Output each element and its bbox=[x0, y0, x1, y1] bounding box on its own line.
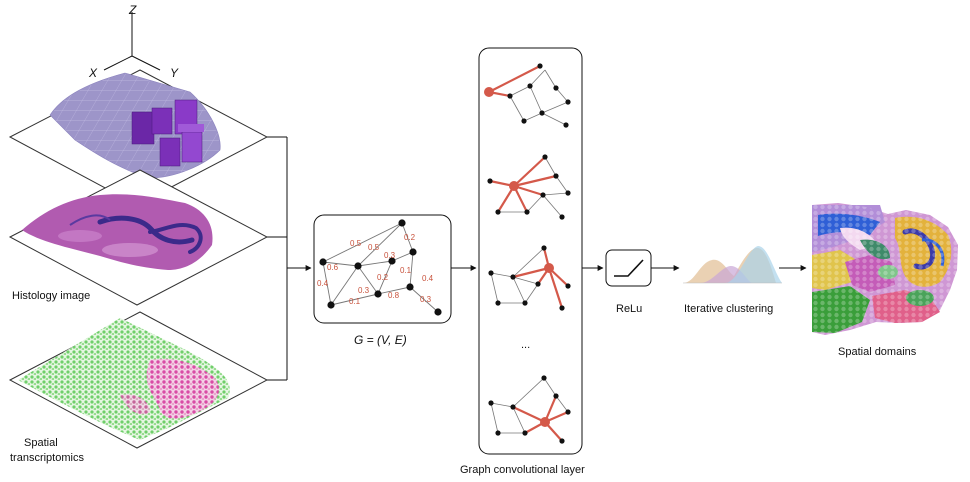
gcn-label: Graph convolutional layer bbox=[460, 464, 585, 476]
distribution-curve bbox=[725, 246, 782, 283]
graph-box: 0.5 0.5 0.2 0.6 0.3 0.4 0.2 0.1 0.4 0.3 … bbox=[313, 214, 452, 324]
graph-node bbox=[319, 258, 327, 266]
tissue-stain bbox=[22, 194, 213, 270]
graph-node bbox=[406, 283, 414, 291]
edge-weight: 0.2 bbox=[404, 233, 416, 242]
spatial-domains-label: Spatial domains bbox=[838, 346, 917, 358]
pink-spots bbox=[146, 358, 219, 419]
spatial-domains-map bbox=[812, 203, 958, 335]
edge-weight: 0.1 bbox=[349, 297, 361, 306]
x-axis-line bbox=[103, 55, 133, 71]
z-axis-label: Z bbox=[128, 3, 137, 17]
gcn-graph-3 bbox=[488, 245, 571, 311]
y-axis-label: Y bbox=[170, 66, 179, 80]
graph-node bbox=[398, 219, 406, 227]
graph-node bbox=[434, 308, 442, 316]
graph-edges bbox=[322, 222, 439, 313]
clustering-label: Iterative clustering bbox=[684, 303, 773, 315]
edge-weight: 0.2 bbox=[377, 273, 389, 282]
gcn-graph-1 bbox=[484, 63, 571, 128]
edge-weight: 0.3 bbox=[358, 286, 370, 295]
clustering-distributions bbox=[683, 246, 782, 284]
relu-box bbox=[605, 249, 652, 287]
histology-image-slice bbox=[8, 169, 269, 306]
edge-weight: 0.3 bbox=[384, 251, 396, 260]
graph-nodes bbox=[319, 219, 442, 316]
graph-node bbox=[327, 301, 335, 309]
graph-node bbox=[354, 262, 362, 270]
relu-label: ReLu bbox=[616, 303, 642, 315]
edge-weights: 0.5 0.5 0.2 0.6 0.3 0.4 0.2 0.1 0.4 0.3 … bbox=[317, 233, 434, 306]
edge-weight: 0.6 bbox=[327, 263, 339, 272]
gcn-box: ... bbox=[478, 47, 583, 455]
edge-weight: 0.5 bbox=[368, 243, 380, 252]
gcn-graph-2 bbox=[487, 154, 571, 220]
edge-weight: 0.4 bbox=[317, 279, 329, 288]
spatial-transcriptomics-slice bbox=[8, 311, 269, 449]
merge-connector bbox=[267, 136, 312, 381]
histology-3d-slice bbox=[8, 69, 269, 206]
edge-weight: 0.4 bbox=[422, 274, 434, 283]
graph-formula: G = (V, E) bbox=[354, 333, 407, 347]
ellipsis: ... bbox=[521, 339, 530, 351]
edge-weight: 0.3 bbox=[420, 295, 432, 304]
stacked-3d-region bbox=[131, 99, 204, 167]
axes-3d bbox=[103, 12, 161, 71]
graph-node bbox=[388, 257, 396, 265]
gcn-graph-4 bbox=[488, 375, 571, 444]
relu-icon bbox=[614, 259, 644, 277]
graph-node bbox=[409, 248, 417, 256]
histology-image-label: Histology image bbox=[12, 290, 90, 302]
spatial-label-line2: transcriptomics bbox=[10, 452, 84, 464]
edge-weight: 0.1 bbox=[400, 266, 412, 275]
edge-weight: 0.5 bbox=[350, 239, 362, 248]
spatial-label-line1: Spatial bbox=[24, 437, 58, 449]
edge-weight: 0.8 bbox=[388, 291, 400, 300]
y-axis-line bbox=[131, 55, 161, 71]
x-axis-label: X bbox=[88, 66, 98, 80]
graph-node bbox=[374, 290, 382, 298]
